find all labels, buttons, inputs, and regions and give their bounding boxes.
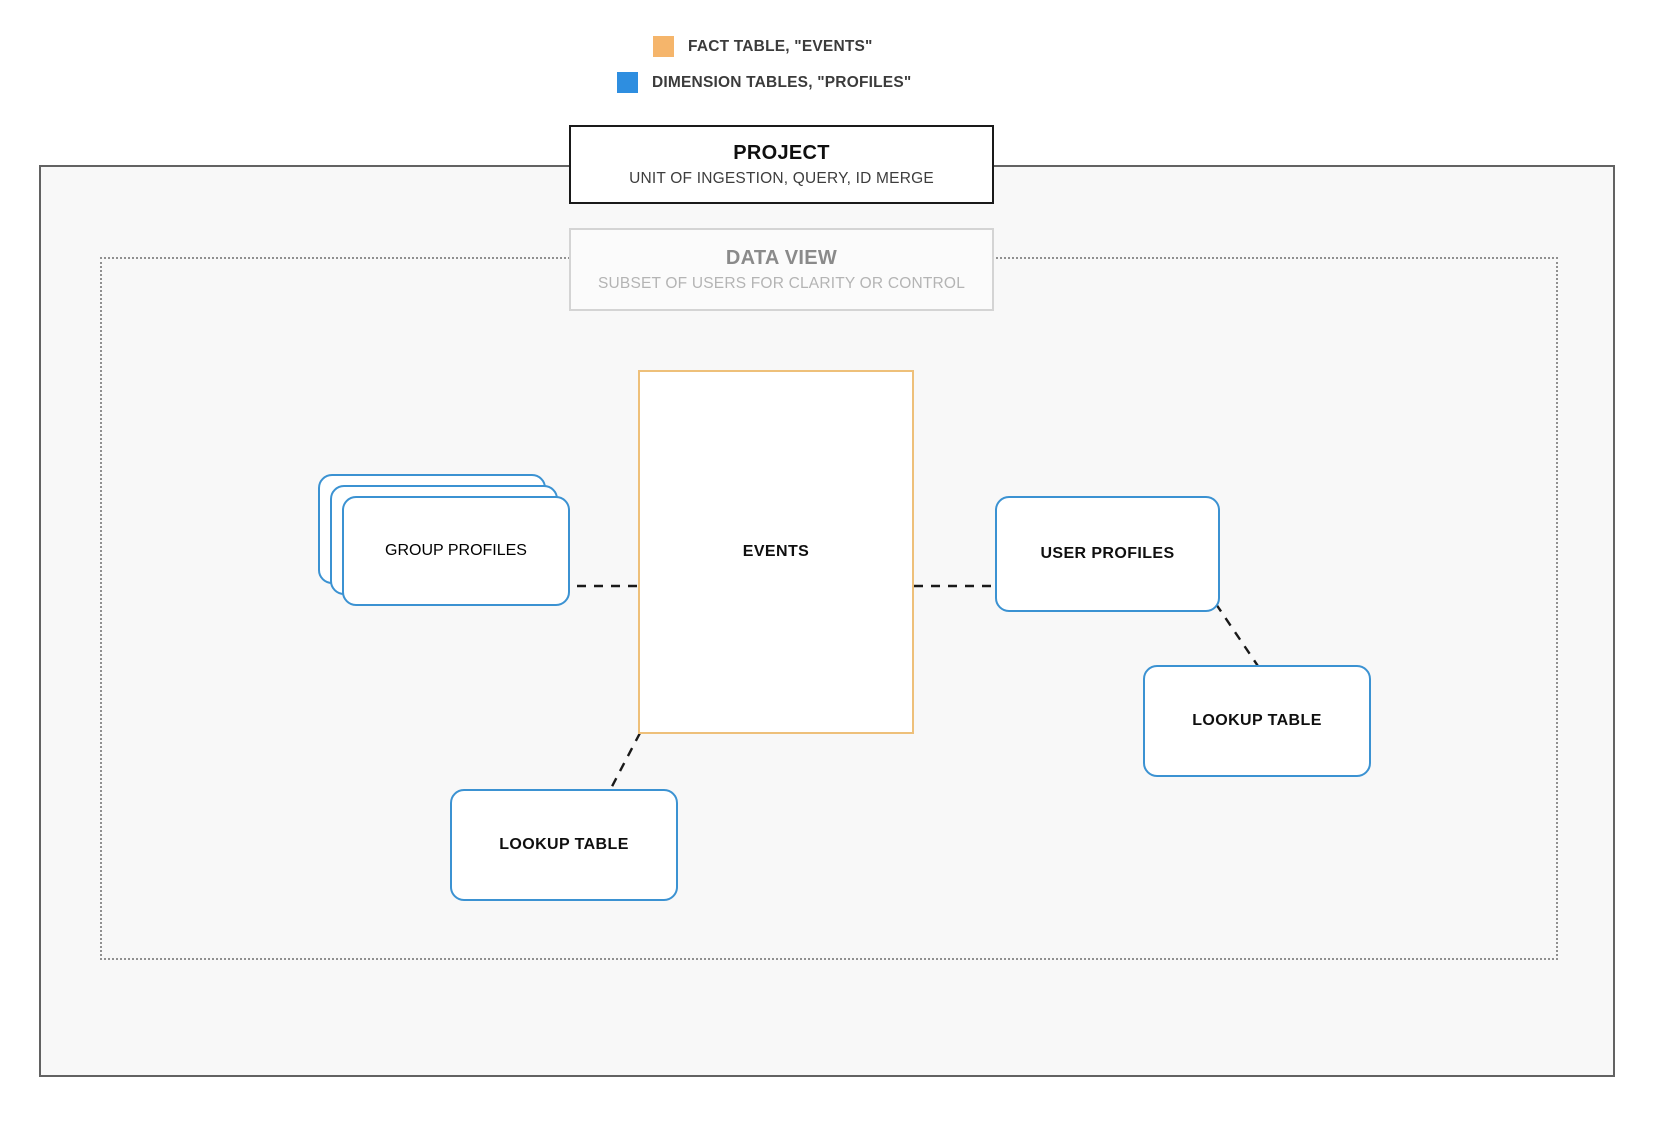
legend-item-dimension-tables: DIMENSION TABLES, "PROFILES" (617, 72, 911, 93)
node-user-profiles[interactable]: USER PROFILES (995, 496, 1220, 612)
node-lookup-table-right[interactable]: LOOKUP TABLE (1143, 665, 1371, 777)
node-user-profiles-label: USER PROFILES (1040, 545, 1175, 562)
node-lookup-table-left[interactable]: LOOKUP TABLE (450, 789, 678, 901)
project-header-box: PROJECT UNIT OF INGESTION, QUERY, ID MER… (569, 125, 994, 204)
fact-table-swatch-icon (653, 36, 674, 57)
project-subtitle: UNIT OF INGESTION, QUERY, ID MERGE (629, 169, 934, 187)
node-group-profiles-label: GROUP PROFILES (385, 542, 527, 559)
group-profiles-stack-card-front: GROUP PROFILES (342, 496, 570, 606)
legend-label-fact-table: FACT TABLE, "EVENTS" (688, 37, 873, 55)
node-lookup-table-right-label: LOOKUP TABLE (1192, 712, 1322, 729)
project-title: PROJECT (733, 141, 830, 164)
legend-label-dimension-tables: DIMENSION TABLES, "PROFILES" (652, 73, 912, 91)
node-events[interactable]: EVENTS (638, 370, 914, 734)
dimension-table-swatch-icon (617, 72, 638, 93)
legend-item-fact-table: FACT TABLE, "EVENTS" (653, 36, 873, 57)
node-group-profiles[interactable]: GROUP PROFILES (318, 474, 570, 607)
node-lookup-table-left-label: LOOKUP TABLE (499, 836, 629, 853)
data-view-subtitle: SUBSET OF USERS FOR CLARITY OR CONTROL (597, 274, 966, 292)
data-view-title: DATA VIEW (725, 246, 838, 269)
node-events-label: EVENTS (742, 543, 810, 560)
data-view-header-box: DATA VIEW SUBSET OF USERS FOR CLARITY OR… (569, 228, 994, 311)
